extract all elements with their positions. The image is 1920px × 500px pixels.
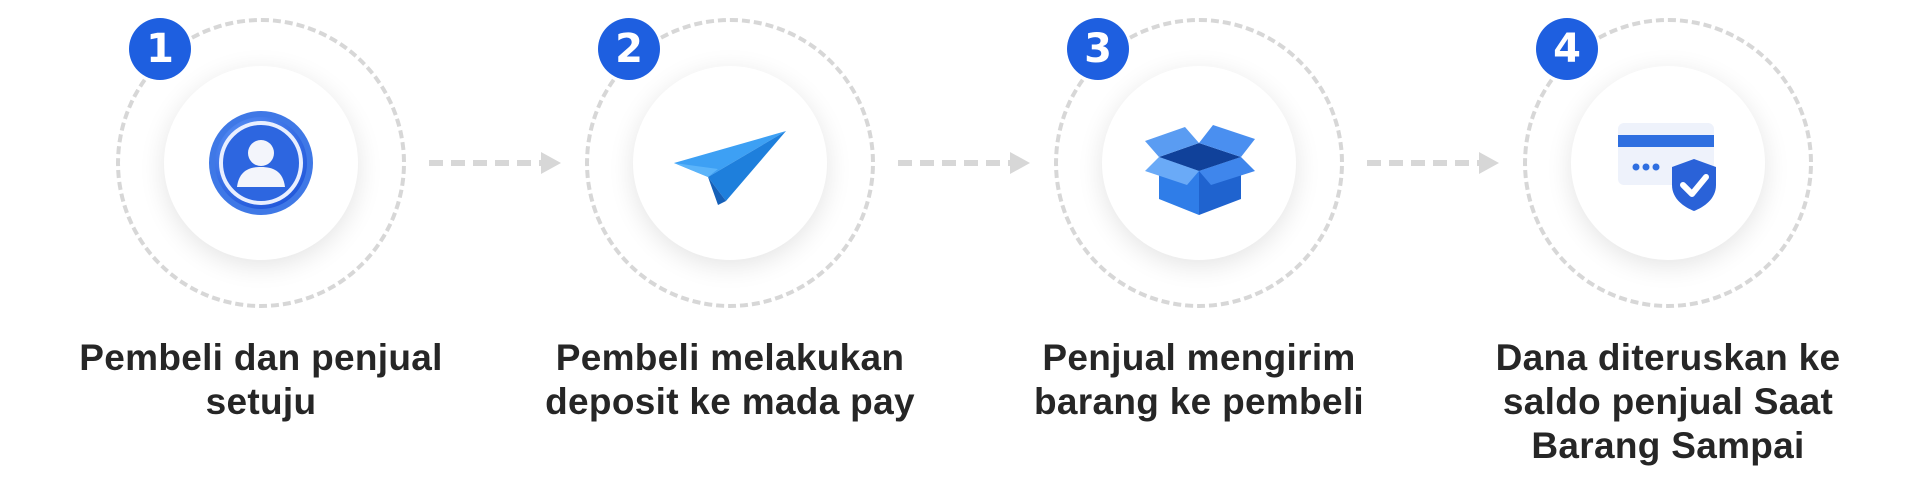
step-3: 3 Penjual mengirim barang ke pembeli <box>969 0 1429 500</box>
dashed-ring <box>116 18 406 308</box>
dashed-arrow-connector <box>1363 148 1503 178</box>
paper-plane-icon <box>668 101 792 225</box>
dashed-ring <box>1054 18 1344 308</box>
step-number-badge: 3 <box>1067 18 1129 80</box>
step-label: Pembeli melakukan deposit ke mada pay <box>545 337 915 422</box>
user-profile-icon <box>199 101 323 225</box>
dashed-arrow-connector <box>894 148 1034 178</box>
step-1: 1 Pembeli dan penjual setuju <box>31 0 491 500</box>
open-box-icon <box>1137 101 1261 225</box>
dashed-arrow-connector <box>425 148 565 178</box>
step-2: 2 Pembeli melakukan deposit ke mada pay <box>500 0 960 500</box>
step-number-badge: 4 <box>1536 18 1598 80</box>
step-number-badge: 2 <box>598 18 660 80</box>
step-4: 4 Dana diteruskan ke saldo penjual Saat … <box>1438 0 1898 500</box>
dashed-ring <box>1523 18 1813 308</box>
step-label: Pembeli dan penjual setuju <box>79 337 443 422</box>
step-label: Dana diteruskan ke saldo penjual Saat Ba… <box>1495 337 1841 466</box>
step-label: Penjual mengirim barang ke pembeli <box>1034 337 1364 422</box>
dashed-ring <box>585 18 875 308</box>
card-shield-check-icon <box>1606 101 1730 225</box>
step-number-badge: 1 <box>129 18 191 80</box>
